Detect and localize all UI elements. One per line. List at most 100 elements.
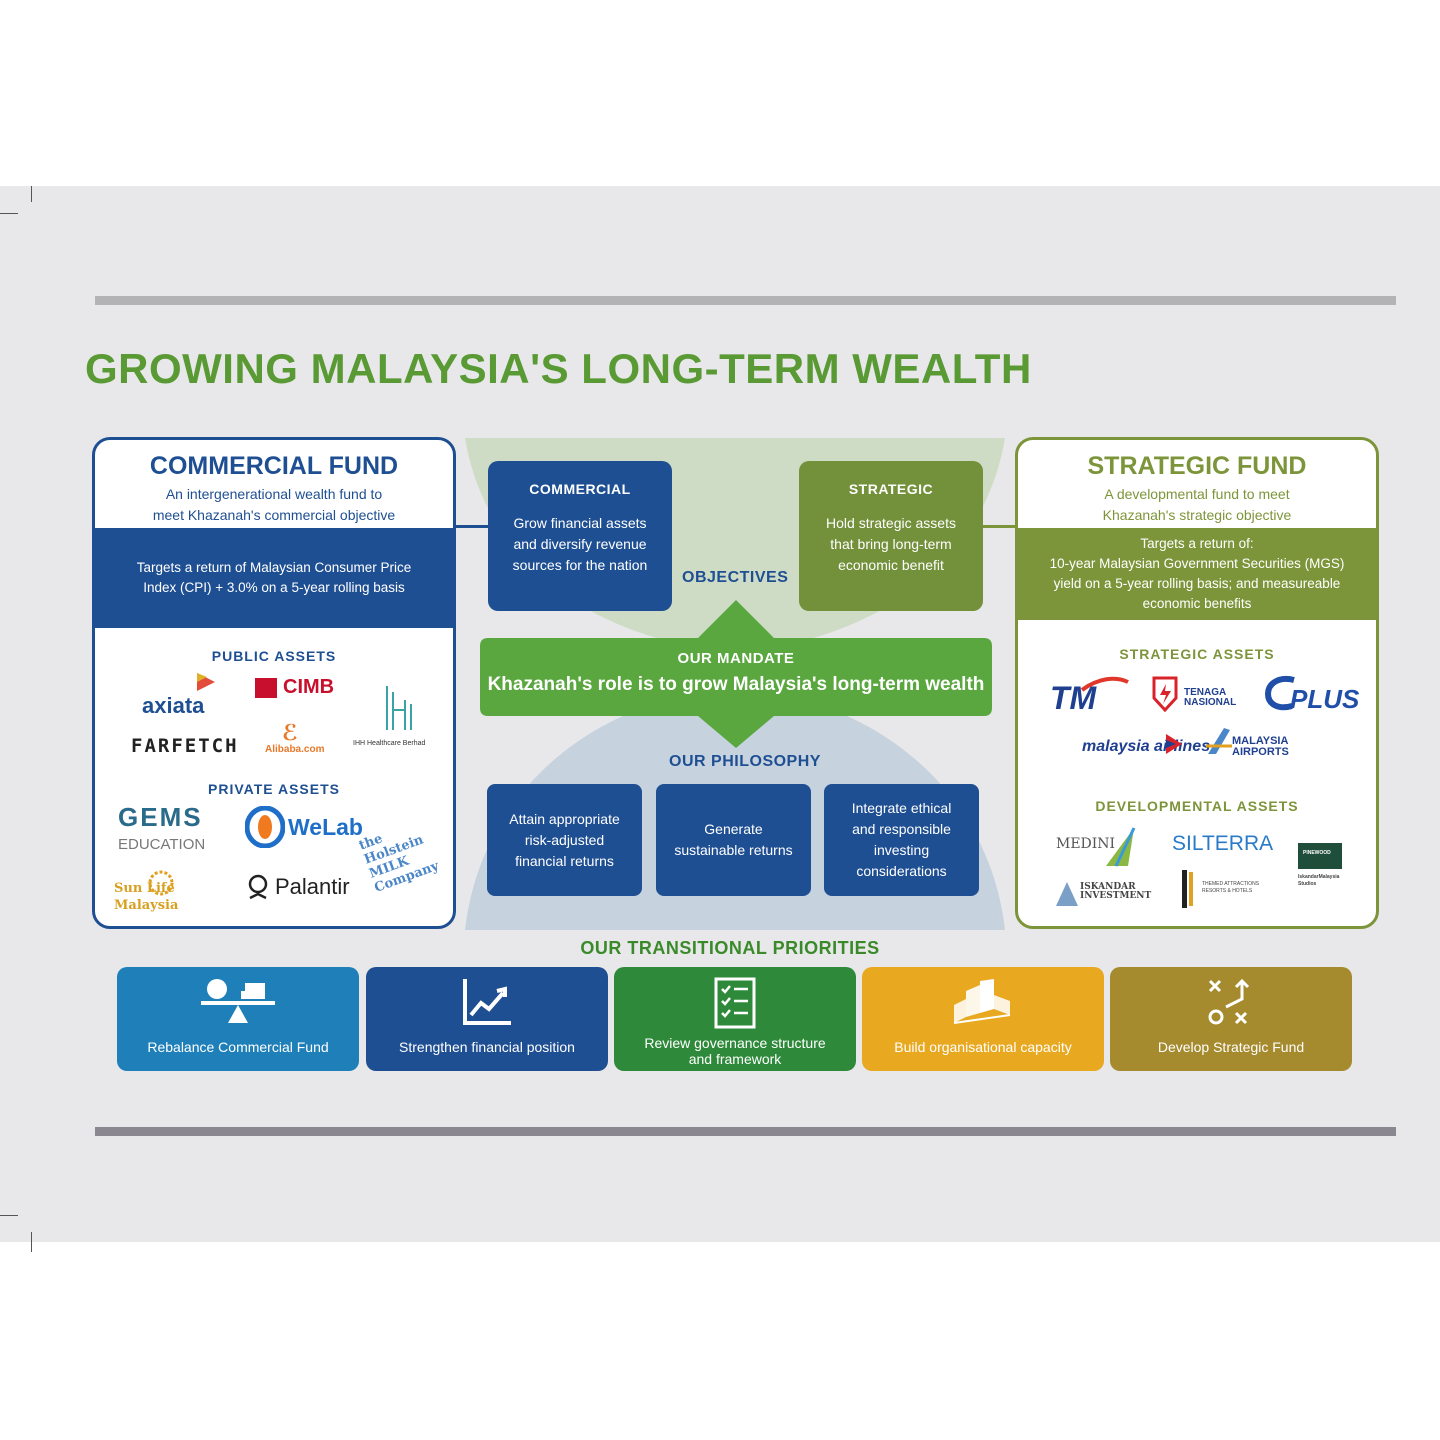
philosophy-line: investing xyxy=(873,842,930,858)
target-line: Targets a return of Malaysian Consumer P… xyxy=(136,560,412,575)
priority-label-line: Review governance structure xyxy=(644,1035,826,1051)
checklist-icon xyxy=(614,977,856,1029)
malaysia-airports-logo: MALAYSIA AIRPORTS xyxy=(1232,735,1289,758)
subtitle-line: An intergenerational wealth fund to xyxy=(165,486,383,502)
growth-chart-icon xyxy=(366,977,608,1029)
palantir-mark-icon xyxy=(248,874,268,900)
alibaba-logo: Alibaba.com xyxy=(265,744,325,755)
cimb-mark-icon xyxy=(255,678,277,698)
target-line: Targets a return of: xyxy=(1140,536,1254,551)
welab-logo: WeLab xyxy=(288,814,363,840)
alibaba-glyph-icon: ℰ xyxy=(282,720,299,745)
strategic-assets-heading: STRATEGIC ASSETS xyxy=(1119,646,1275,662)
priority-label-line: and framework xyxy=(688,1051,782,1067)
mandate-heading: OUR MANDATE xyxy=(677,650,795,667)
cimb-logo: CIMB xyxy=(283,676,335,698)
iskandar-logo: ISKANDAR INVESTMENT xyxy=(1080,882,1152,901)
subtitle-line: Khazanah's strategic objective xyxy=(1102,507,1292,523)
private-assets-heading: PRIVATE ASSETS xyxy=(208,781,340,797)
philosophy-line: and responsible xyxy=(852,821,951,837)
iskandar-studios-logo: IskandarMalaysia Studios xyxy=(1298,874,1340,887)
priority-card: Strengthen financial position xyxy=(366,967,608,1071)
philosophy-line: Generate xyxy=(704,821,763,837)
crop-mark xyxy=(31,186,32,202)
connector-line xyxy=(982,525,1017,528)
objective-strategic-box: STRATEGIC Hold strategic assets that bri… xyxy=(799,461,983,611)
objective-line: and diversify revenue xyxy=(513,536,647,552)
philosophy-line: Integrate ethical xyxy=(851,800,952,816)
palantir-logo: Palantir xyxy=(275,874,350,899)
themed-attractions-accent-icon xyxy=(1189,872,1193,906)
developmental-assets-heading: DEVELOPMENTAL ASSETS xyxy=(1095,798,1299,814)
bottom-rule xyxy=(95,1127,1396,1136)
commercial-fund-title: COMMERCIAL FUND xyxy=(149,452,399,480)
objective-line: Hold strategic assets xyxy=(826,515,956,531)
priority-card: Rebalance Commercial Fund xyxy=(117,967,359,1071)
philosophy-line: considerations xyxy=(856,863,947,879)
tm-swoosh-icon xyxy=(1080,676,1129,692)
target-line: 10-year Malaysian Government Securities … xyxy=(1049,556,1345,571)
tenaga-logo: TENAGA NASIONAL xyxy=(1184,687,1237,708)
priority-label: Develop Strategic Fund xyxy=(1157,1039,1305,1055)
moon-kite-icon xyxy=(1166,734,1182,754)
subtitle-line: meet Khazanah's commercial objective xyxy=(152,507,396,523)
objective-line: sources for the nation xyxy=(512,557,648,573)
top-rule xyxy=(95,296,1396,305)
objective-line: economic benefit xyxy=(838,557,944,573)
crop-mark xyxy=(0,1215,18,1216)
objective-commercial-box: COMMERCIAL Grow financial assets and div… xyxy=(488,461,672,611)
crop-mark xyxy=(31,1232,32,1252)
crop-mark xyxy=(0,213,18,214)
philosophy-line: Attain appropriate xyxy=(509,810,620,827)
commercial-target-band: Targets a return of Malaysian Consumer P… xyxy=(95,528,453,628)
priority-card: Develop Strategic Fund xyxy=(1110,967,1352,1071)
philosophy-label: OUR PHILOSOPHY xyxy=(669,753,821,770)
holstein-milk-logo: the Holstein MILK Company xyxy=(357,831,441,896)
building-blocks-icon xyxy=(862,977,1104,1029)
objective-text: Hold strategic assets that bring long-te… xyxy=(799,513,983,576)
strategic-fund-title: STRATEGIC FUND xyxy=(1087,452,1307,480)
target-line: Index (CPI) + 3.0% on a 5-year rolling b… xyxy=(143,580,405,595)
malaysia-airlines-logo: malaysia airlines xyxy=(1082,738,1211,755)
pinewood-logo: PINEWOOD xyxy=(1303,850,1331,856)
themed-attractions-logo: THEMED ATTRACTIONS RESORTS & HOTELS xyxy=(1202,881,1260,894)
strategic-fund-panel: STRATEGIC FUND A developmental fund to m… xyxy=(1015,437,1379,929)
philosophy-line: sustainable returns xyxy=(674,842,793,858)
sun-icon xyxy=(148,870,174,896)
philosophy-box: Generate sustainable returns xyxy=(656,784,811,896)
page-title: GROWING MALAYSIA'S LONG-TERM WEALTH xyxy=(85,345,1032,392)
mandate-text: Khazanah's role is to grow Malaysia's lo… xyxy=(487,674,985,695)
balance-scale-icon xyxy=(117,977,359,1029)
silterra-logo: SILTERRA xyxy=(1172,832,1274,855)
objective-line: Grow financial assets xyxy=(513,515,647,531)
sun-life-logo: Sun Life Malaysia xyxy=(114,881,179,913)
welab-mark-icon xyxy=(245,806,285,848)
ihh-mark-icon xyxy=(386,686,412,730)
philosophy-line: financial returns xyxy=(515,852,614,869)
strategic-target-band: Targets a return of: 10-year Malaysian G… xyxy=(1018,528,1376,620)
philosophy-line: risk-adjusted xyxy=(524,831,605,848)
objective-line: that bring long-term xyxy=(830,536,952,552)
gems-education-logo: EDUCATION xyxy=(118,836,206,853)
themed-attractions-mark-icon xyxy=(1182,870,1187,908)
farfetch-logo: FARFETCH xyxy=(131,735,239,757)
target-line: economic benefits xyxy=(1142,596,1252,611)
axiata-mark-icon xyxy=(197,673,215,691)
connector-line xyxy=(456,525,490,528)
axiata-logo: axiata xyxy=(142,693,205,718)
priority-label: Review governance structure and framewor… xyxy=(622,1035,848,1067)
strategic-fund-subtitle: A developmental fund to meet Khazanah's … xyxy=(1018,484,1376,526)
medini-mark-icon xyxy=(1106,827,1136,867)
priority-label: Strengthen financial position xyxy=(399,1039,575,1055)
ihh-logo: IHH Healthcare Berhad xyxy=(353,740,426,747)
subtitle-line: A developmental fund to meet xyxy=(1104,486,1290,502)
medini-logo: MEDINI xyxy=(1056,836,1116,852)
commercial-fund-subtitle: An intergenerational wealth fund to meet… xyxy=(95,484,453,526)
philosophy-box: Attain appropriate risk-adjusted financi… xyxy=(487,784,642,896)
tenaga-mark-icon xyxy=(1152,676,1178,712)
mandate-banner xyxy=(480,600,992,748)
pinewood-mark-icon xyxy=(1298,843,1342,869)
objective-heading: COMMERCIAL xyxy=(529,481,631,497)
target-line: yield on a 5-year rolling basis; and mea… xyxy=(1053,576,1341,591)
iskandar-mark-icon xyxy=(1056,882,1078,906)
